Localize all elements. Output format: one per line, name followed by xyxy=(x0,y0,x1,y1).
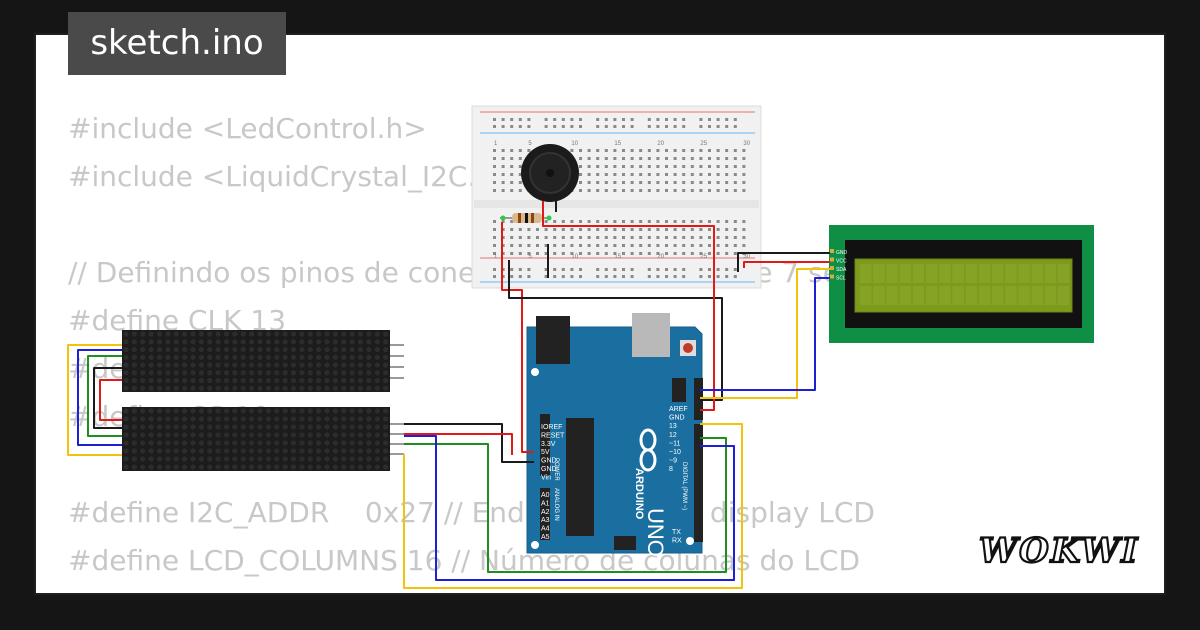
pin-label: ~10 xyxy=(669,449,681,456)
breadboard-number: 25 xyxy=(700,254,707,260)
pin-label: A3 xyxy=(541,517,550,524)
wire-yellow-clk xyxy=(403,423,743,589)
atmega-chip xyxy=(566,418,594,536)
pin-label: TX xyxy=(672,529,681,536)
pin-label: GND xyxy=(541,466,557,473)
digital-section-label: DIGITAL (PWM ~) xyxy=(681,462,687,510)
wires xyxy=(67,212,830,589)
pin-label: ~9 xyxy=(669,458,677,465)
wire-red-buzzer xyxy=(542,212,715,411)
code-line: #define LCD_LINES 2 // Número de linhas … xyxy=(68,585,963,593)
wire-blue-cs xyxy=(404,435,735,581)
pin-label: A2 xyxy=(541,509,550,516)
code-line: #include <LiquidCrystal_I2C.h> xyxy=(68,160,518,193)
pin-label: A5 xyxy=(541,534,550,541)
pin-label: AREF xyxy=(669,406,688,413)
lcd-display: GND VCC SDA SCL xyxy=(829,225,1094,343)
breadboard-number: 1 xyxy=(494,141,498,147)
pin-label: A1 xyxy=(541,500,550,507)
lcd-pin-label: GND xyxy=(836,250,848,256)
breadboard-number: 20 xyxy=(657,254,664,260)
breadboard-number: 5 xyxy=(528,254,532,260)
lcd-pin-label: VCC xyxy=(836,259,847,265)
pin-label: 12 xyxy=(669,432,677,439)
pin-label: IOREF xyxy=(541,424,562,431)
pin-label: RESET xyxy=(541,432,565,439)
breadboard-number: 15 xyxy=(614,254,621,260)
pin-label: 5V xyxy=(541,449,550,456)
wire-blue-matrix xyxy=(77,349,122,446)
usb-port xyxy=(632,313,670,357)
pin-label: RX xyxy=(672,538,682,545)
power-jack xyxy=(536,316,570,364)
wire-blue-lcd-scl xyxy=(700,277,830,391)
pin-label: 13 xyxy=(669,423,677,430)
reset-button xyxy=(683,343,693,353)
wire-green-din xyxy=(404,437,727,573)
wire-red-5v xyxy=(501,222,534,453)
pin-label: Vin xyxy=(541,474,551,481)
pin-label: 8 xyxy=(669,466,673,473)
code-line: #include <LedControl.h> xyxy=(68,112,427,145)
breadboard-number: 5 xyxy=(528,141,532,147)
file-title-tab: sketch.ino xyxy=(68,12,286,75)
pin-label: A4 xyxy=(541,526,550,533)
breadboard-number: 10 xyxy=(571,141,578,147)
wokwi-logo: WOKWI xyxy=(978,530,1139,572)
breadboard-number: 10 xyxy=(571,254,578,260)
wire-black-lcd-gnd xyxy=(737,252,830,272)
breadboard-number: 20 xyxy=(657,141,664,147)
breadboard-number: 30 xyxy=(743,141,750,147)
breadboard-number: 1 xyxy=(494,254,498,260)
svg-text:WOKWI: WOKWI xyxy=(979,531,1139,571)
wire-black-matrix xyxy=(93,367,122,429)
wire-yellow-matrix xyxy=(67,344,122,456)
pin-label: GND xyxy=(669,415,685,422)
wire-red-lcd-vcc xyxy=(743,261,830,268)
analog-section-label: ANALOG IN xyxy=(553,488,559,521)
breadboard-number: 30 xyxy=(743,254,750,260)
breadboard-number: 15 xyxy=(614,141,621,147)
resistor xyxy=(500,213,552,223)
led-matrix-top xyxy=(122,330,404,392)
wire-black-matrix-gnd xyxy=(404,423,534,463)
power-section-label: POWER xyxy=(553,458,559,481)
breadboard-number: 25 xyxy=(700,141,707,147)
lcd-pin-label: SDA xyxy=(836,267,847,273)
wire-red-matrix-vcc xyxy=(404,433,513,455)
arduino-label: ARDUINO xyxy=(633,468,645,520)
wire-green-matrix xyxy=(87,355,122,437)
lcd-i2c-pins: GND VCC SDA SCL xyxy=(830,249,848,282)
wire-yellow-lcd-sda xyxy=(700,268,830,399)
arduino-logo xyxy=(639,428,657,472)
pin-label: GND xyxy=(541,458,557,465)
wire-red-matrix xyxy=(99,379,122,421)
arduino-model: UNO xyxy=(643,508,668,557)
led-matrix-bottom xyxy=(122,407,404,471)
txrx-labels: TX RX xyxy=(672,529,682,545)
buzzer xyxy=(521,144,579,212)
arduino-uno: ARDUINO UNO POWER ANALOG IN DIGITAL (PWM… xyxy=(526,313,703,557)
lcd-pin-label: SCL xyxy=(836,276,846,282)
pin-label: ~11 xyxy=(669,440,680,447)
pin-label: A0 xyxy=(541,492,550,499)
lcd-character-cells xyxy=(860,264,1070,305)
pin-label: 3.3V xyxy=(541,441,556,448)
